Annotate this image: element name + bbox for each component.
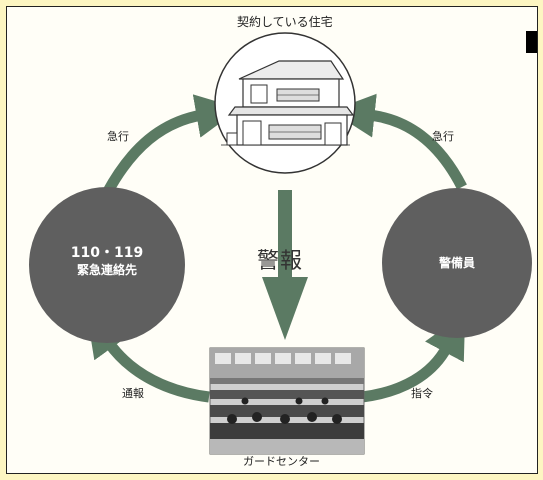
emergency-number: 110・119 <box>70 245 144 261</box>
command-label: 指令 <box>411 387 433 400</box>
guard-label: 警備員 <box>438 256 475 270</box>
rush-right-label: 急行 <box>432 130 454 143</box>
house-label: 契約している住宅 <box>237 15 333 29</box>
arrow-rush-right <box>330 93 467 190</box>
center-label: ガードセンター <box>243 455 320 468</box>
diagram-canvas <box>29 32 532 455</box>
arrow-rush-left <box>102 94 240 196</box>
guard-circle <box>382 188 532 338</box>
rush-left-label: 急行 <box>107 130 129 143</box>
emergency-circle <box>29 187 185 343</box>
arrow-alarm-head <box>262 277 308 340</box>
center-photo <box>209 347 365 455</box>
arrow-report <box>86 311 210 403</box>
arrow-command <box>361 313 466 403</box>
diagram-frame: 契約している住宅 急行 急行 警報 110・119 緊急連絡先 警備員 通報 指… <box>6 6 538 474</box>
alarm-label: 警報 <box>257 249 304 274</box>
arrow-alarm-shaft <box>278 190 292 278</box>
house-illustration <box>214 32 356 174</box>
report-label: 通報 <box>122 387 144 400</box>
emergency-label: 110・119 緊急連絡先 <box>47 245 167 279</box>
edge-marker <box>526 31 537 53</box>
emergency-contact: 緊急連絡先 <box>76 263 137 277</box>
